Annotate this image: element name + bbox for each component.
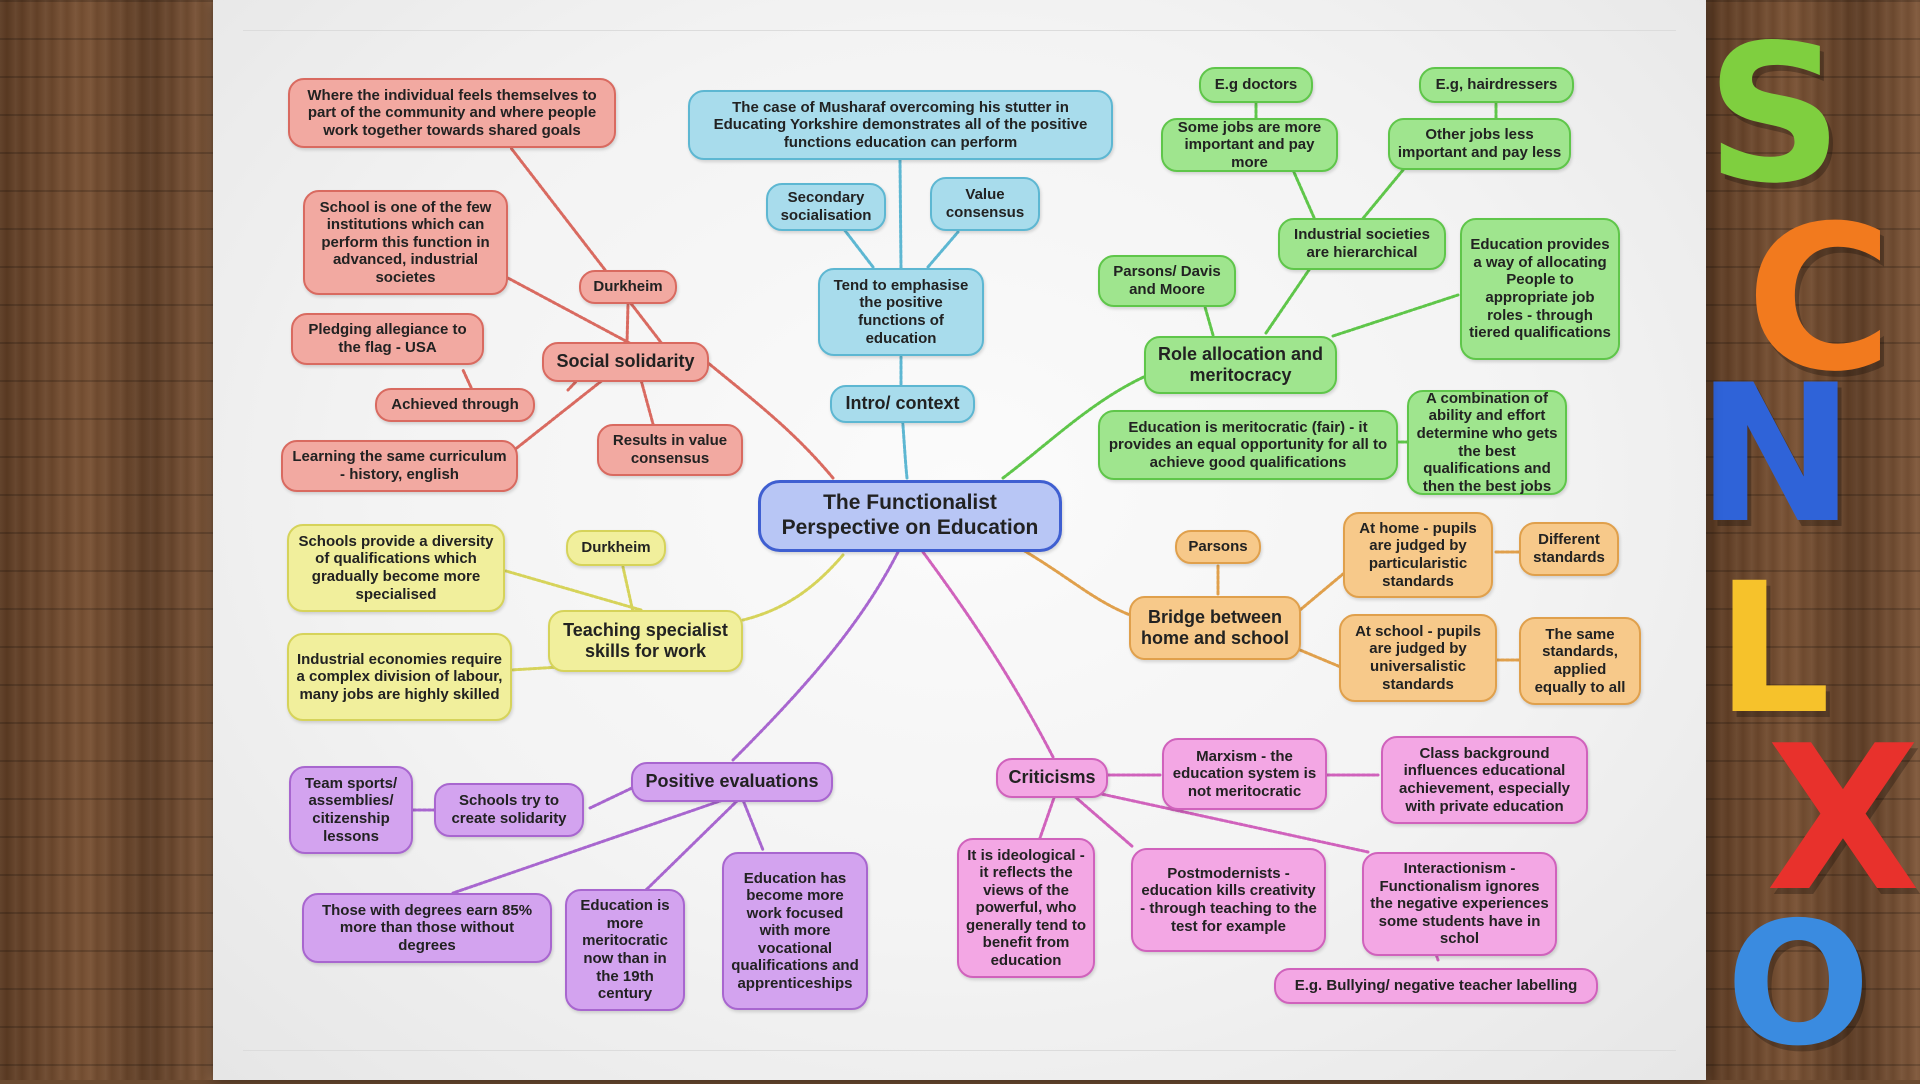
- achieved-through-node: Achieved through: [375, 388, 535, 422]
- bridge-parsons-node: Parsons: [1175, 530, 1261, 564]
- mind-map-paper: The Functionalist Perspective on Educati…: [213, 0, 1706, 1080]
- positive-evaluations-node: Positive evaluations: [631, 762, 833, 802]
- solidarity-durkheim-node: Durkheim: [579, 270, 677, 304]
- wood-background-right: S C N L X O: [1696, 0, 1920, 1084]
- class-background-node: Class background influences educational …: [1381, 736, 1588, 824]
- decorative-letter-s-icon: S: [1706, 4, 1843, 225]
- paper-rule: [243, 30, 1676, 31]
- intro-context-node: Intro/ context: [830, 385, 975, 423]
- eg-hairdressers-node: E.g, hairdressers: [1419, 67, 1574, 103]
- more-meritocratic-node: Education is more meritocratic now than …: [565, 889, 685, 1011]
- jobs-important-node: Some jobs are more important and pay mor…: [1161, 118, 1338, 172]
- postmodernists-node: Postmodernists - education kills creativ…: [1131, 848, 1326, 952]
- ability-effort-node: A combination of ability and effort dete…: [1407, 390, 1567, 495]
- interactionism-node: Interactionism - Functionalism ignores t…: [1362, 852, 1557, 956]
- teaching-durkheim-node: Durkheim: [566, 530, 666, 566]
- ideological-node: It is ideological - it reflects the view…: [957, 838, 1095, 978]
- decorative-letter-x-icon: X: [1766, 703, 1920, 936]
- role-allocation-node: Role allocation and meritocracy: [1144, 336, 1337, 394]
- teaching-specialist-skills-node: Teaching specialist skills for work: [548, 610, 743, 672]
- marxism-node: Marxism - the education system is not me…: [1162, 738, 1327, 810]
- parsons-davis-moore-node: Parsons/ Davis and Moore: [1098, 255, 1236, 307]
- allocating-job-roles-node: Education provides a way of allocating P…: [1460, 218, 1620, 360]
- central-topic: The Functionalist Perspective on Educati…: [758, 480, 1062, 552]
- learning-curriculum-node: Learning the same curriculum - history, …: [281, 440, 518, 492]
- bullying-labelling-node: E.g. Bullying/ negative teacher labellin…: [1274, 968, 1598, 1004]
- value-consensus-node: Value consensus: [930, 177, 1040, 231]
- social-solidarity-node: Social solidarity: [542, 342, 709, 382]
- jobs-less-important-node: Other jobs less important and pay less: [1388, 118, 1571, 170]
- emphasise-positive-node: Tend to emphasise the positive functions…: [818, 268, 984, 356]
- hierarchical-societies-node: Industrial societies are hierarchical: [1278, 218, 1446, 270]
- create-solidarity-node: Schools try to create solidarity: [434, 783, 584, 837]
- home-particularistic-node: At home - pupils are judged by particula…: [1343, 512, 1493, 598]
- education-meritocratic-node: Education is meritocratic (fair) - it pr…: [1098, 410, 1398, 480]
- degrees-earn-more-node: Those with degrees earn 85% more than th…: [302, 893, 552, 963]
- bridge-home-school-node: Bridge between home and school: [1129, 596, 1301, 660]
- school-universalistic-node: At school - pupils are judged by univers…: [1339, 614, 1497, 702]
- work-focused-node: Education has become more work focused w…: [722, 852, 868, 1010]
- criticisms-node: Criticisms: [996, 758, 1108, 798]
- diversity-qualifications-node: Schools provide a diversity of qualifica…: [287, 524, 505, 612]
- school-few-institutions-node: School is one of the few institutions wh…: [303, 190, 508, 295]
- team-sports-node: Team sports/ assemblies/ citizenship les…: [289, 766, 413, 854]
- division-of-labour-node: Industrial economies require a complex d…: [287, 633, 512, 721]
- pledging-allegiance-node: Pledging allegiance to the flag - USA: [291, 313, 484, 365]
- secondary-socialisation-node: Secondary socialisation: [766, 183, 886, 231]
- paper-rule: [243, 1050, 1676, 1051]
- decorative-letter-l-icon: L: [1716, 545, 1831, 754]
- different-standards-node: Different standards: [1519, 522, 1619, 576]
- solidarity-definition-node: Where the individual feels themselves to…: [288, 78, 616, 148]
- results-value-consensus-node: Results in value consensus: [597, 424, 743, 476]
- eg-doctors-node: E.g doctors: [1199, 67, 1313, 103]
- wood-background-left: [0, 0, 213, 1080]
- same-standards-node: The same standards, applied equally to a…: [1519, 617, 1641, 705]
- decorative-letter-c-icon: C: [1746, 183, 1893, 416]
- musharaf-case-node: The case of Musharaf overcoming his stut…: [688, 90, 1113, 160]
- decorative-letter-o-icon: O: [1726, 886, 1871, 1084]
- decorative-letter-n-icon: N: [1696, 344, 1856, 565]
